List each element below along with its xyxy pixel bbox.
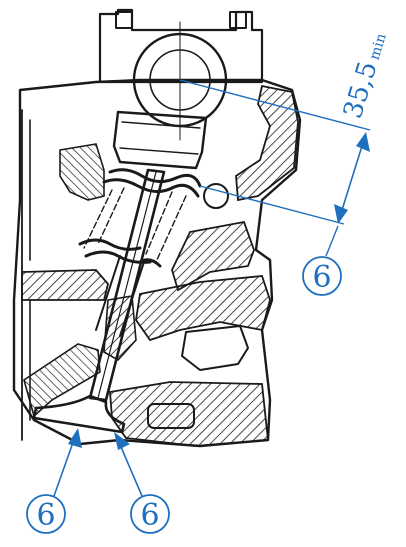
hatched-sections	[21, 84, 299, 447]
valve-stem	[88, 168, 166, 402]
cavity-lower-right	[147, 403, 195, 429]
callout-circle-top-right	[302, 256, 342, 296]
extension-line-bottom	[199, 185, 345, 225]
cavity-right-port	[181, 325, 249, 371]
callout-bottom-left: 6	[26, 428, 82, 534]
dimension-suffix: min	[367, 32, 390, 62]
hatch-middle-right	[171, 220, 255, 292]
dimension-arrow-bottom	[334, 204, 348, 224]
valve-head	[32, 394, 126, 434]
callout-label-bottom-left: 6	[36, 498, 55, 533]
oil-passage	[203, 183, 229, 209]
leader-arrow-bottom-right	[114, 432, 130, 450]
dimension-line	[341, 145, 363, 211]
hatch-chamber-floor	[109, 381, 269, 447]
dimension-arrow-top	[356, 132, 370, 152]
leader-bottom-right	[117, 439, 143, 497]
coolant-cavities	[147, 183, 249, 429]
hatch-left-band	[21, 269, 109, 301]
callout-circle-bottom-left	[26, 494, 66, 534]
valve-spring	[78, 168, 202, 268]
hatch-upper-right	[235, 84, 299, 202]
callout-label-bottom-right: 6	[140, 498, 159, 533]
callout-top-right: 6	[302, 225, 342, 296]
callout-bottom-right: 6	[114, 432, 170, 534]
extension-line-top	[179, 79, 371, 131]
dimension-value: 35,5	[338, 58, 384, 122]
tappet-bucket	[112, 110, 208, 170]
hatch-upper-left	[59, 143, 105, 201]
callout-circle-bottom-right	[130, 494, 170, 534]
bolt-head-left	[115, 11, 133, 29]
bolt-head-right	[229, 11, 247, 29]
leader-arrow-bottom-left	[68, 428, 82, 448]
callout-label-top-right: 6	[312, 260, 331, 295]
